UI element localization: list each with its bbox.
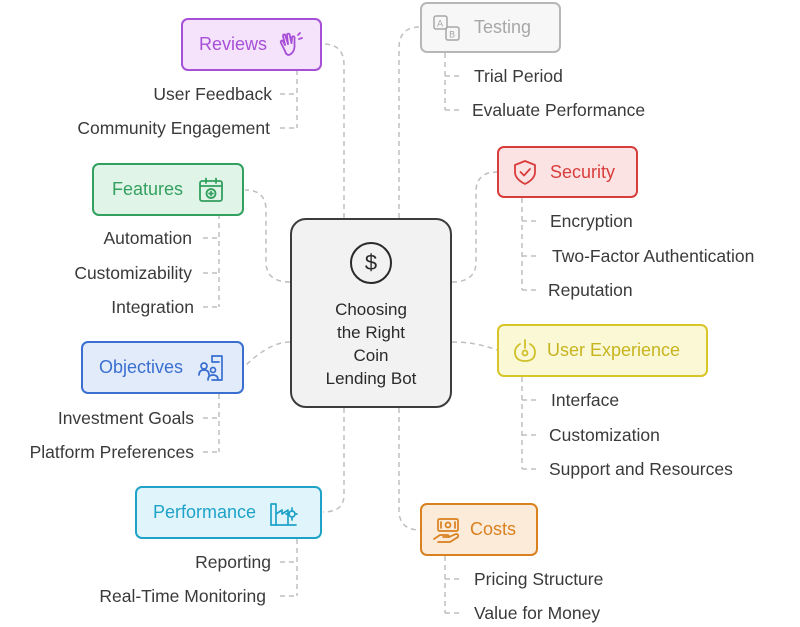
- branch-performance: Performance: [135, 486, 322, 539]
- branch-performance-label: Performance: [153, 502, 257, 522]
- branch-security: Security: [497, 146, 638, 198]
- branch-reviews: Reviews: [181, 18, 322, 71]
- leaf-two-factor-authentication: Two-Factor Authentication: [552, 246, 755, 266]
- branch-features: Features: [92, 163, 244, 216]
- branch-user-experience: User Experience: [497, 324, 708, 377]
- leaf-reputation: Reputation: [548, 280, 633, 300]
- leaf-interface: Interface: [551, 390, 620, 410]
- leaf-user-feedback: User Feedback: [153, 84, 272, 104]
- factory-icon: [268, 498, 298, 528]
- leaf-support-and-resources: Support and Resources: [549, 459, 733, 479]
- branch-testing-label: Testing: [474, 17, 532, 37]
- branch-features-label: Features: [112, 179, 184, 199]
- leaf-trial-period: Trial Period: [474, 66, 563, 86]
- leaf-customizability: Customizability: [74, 263, 192, 283]
- branch-testing: A B Testing: [420, 2, 561, 53]
- dollar-icon: $: [350, 242, 392, 284]
- leaf-value-for-money: Value for Money: [474, 603, 601, 623]
- leaf-community-engagement: Community Engagement: [77, 118, 270, 138]
- leaf-platform-preferences: Platform Preferences: [29, 442, 194, 462]
- shield-check-icon: [511, 158, 539, 186]
- leaf-customization: Customization: [549, 425, 660, 445]
- branch-objectives-label: Objectives: [99, 357, 184, 377]
- hand-wave-icon: [277, 31, 305, 59]
- central-topic-node: $ Choosing the Right Coin Lending Bot: [290, 218, 452, 408]
- leaf-investment-goals: Investment Goals: [57, 408, 194, 428]
- branch-reviews-label: Reviews: [199, 34, 268, 54]
- leaf-encryption: Encryption: [550, 211, 633, 231]
- leaf-integration: Integration: [111, 297, 194, 317]
- leaf-reporting: Reporting: [195, 552, 271, 572]
- branch-costs-label: Costs: [470, 519, 517, 539]
- leaf-real-time-monitoring: Real-Time Monitoring: [99, 586, 266, 606]
- calendar-plus-icon: [197, 176, 225, 204]
- branch-objectives: Objectives: [81, 341, 244, 394]
- goal-people-icon: [195, 353, 225, 383]
- central-topic-title: Choosing the Right Coin Lending Bot: [325, 300, 417, 388]
- ab-test-icon: A B: [432, 13, 462, 43]
- leaf-pricing-structure: Pricing Structure: [474, 569, 604, 589]
- svg-text:A: A: [437, 19, 444, 29]
- power-icon: [511, 337, 539, 365]
- leaf-evaluate-performance: Evaluate Performance: [472, 100, 646, 120]
- branch-security-label: Security: [550, 161, 616, 182]
- branch-costs: Costs: [420, 503, 538, 556]
- svg-text:B: B: [449, 30, 455, 40]
- leaf-automation: Automation: [103, 228, 192, 248]
- money-hand-icon: [432, 515, 462, 545]
- branch-user-experience-label: User Experience: [547, 340, 681, 360]
